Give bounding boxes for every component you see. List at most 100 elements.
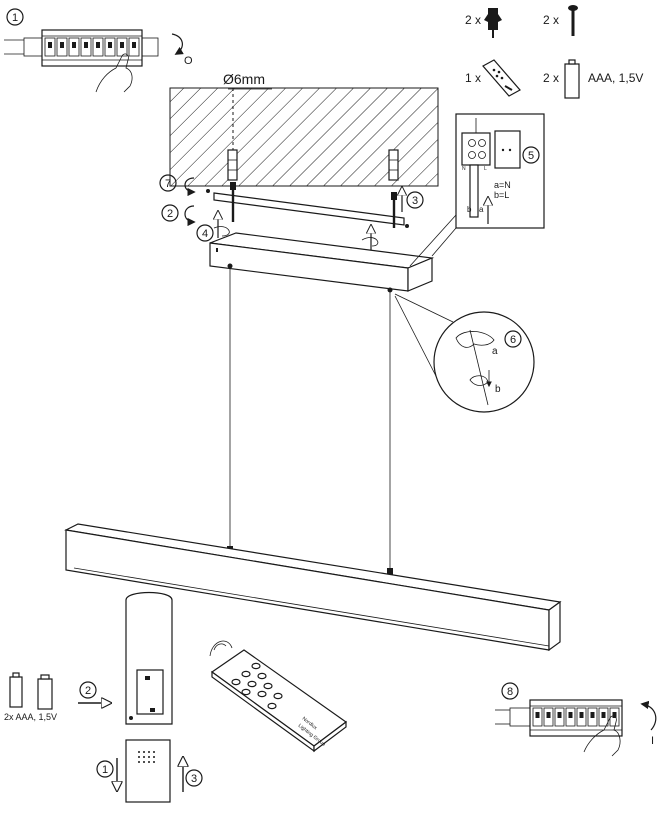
breaker-module	[68, 37, 80, 57]
switch-off-label: O	[184, 55, 193, 67]
breaker-toggle	[612, 712, 617, 718]
remote-button	[247, 680, 257, 688]
cover-dot	[148, 756, 150, 758]
parts-list: 2 x 2 x 1 x 2 x AAA, 1,5V	[465, 5, 643, 99]
circuit-breaker-icon	[4, 29, 159, 67]
step-2-number: 2	[167, 208, 173, 220]
mounting-bracket	[213, 192, 405, 226]
remote-battery-spec: 2x AAA, 1,5V	[4, 712, 57, 722]
step-1-switch-off: 1 O	[4, 8, 193, 93]
breaker-toggle	[48, 42, 52, 48]
breaker-module	[576, 707, 587, 727]
breaker-module	[565, 707, 576, 727]
step-8-number: 8	[507, 686, 513, 698]
legend-b: b=L	[494, 190, 509, 200]
terminal-n-label: N	[462, 166, 466, 172]
detail-label-b: b	[495, 384, 501, 395]
breaker-toggle	[108, 42, 112, 48]
step-7-badge: 7	[159, 174, 177, 192]
cover-dot	[148, 751, 150, 753]
screw-quantity: 2 x	[543, 13, 559, 27]
dowel-quantity: 2 x	[465, 13, 481, 27]
cover-dot	[138, 751, 140, 753]
hand-icon	[583, 715, 621, 757]
breaker-module	[587, 707, 598, 727]
breaker-module	[128, 37, 140, 57]
breaker-module	[80, 37, 92, 57]
arrow-icon	[214, 212, 230, 238]
wall-dowel-icon	[227, 149, 399, 181]
cover-dot	[148, 761, 150, 763]
cover-dot	[143, 761, 145, 763]
step-3-badge-remote: 3	[185, 769, 203, 787]
breaker-toggle	[120, 42, 124, 48]
hand-icon	[95, 53, 133, 93]
remote-button	[241, 688, 251, 696]
step-1-badge-remote: 1	[96, 760, 114, 778]
breaker-toggle	[96, 42, 100, 48]
wall-dowel-icon	[484, 8, 502, 38]
step-6-cable-detail: a b 6	[394, 293, 535, 413]
cover-dot	[153, 751, 155, 753]
battery-spec: AAA, 1,5V	[588, 71, 643, 85]
arrow-icon	[117, 758, 183, 792]
wire-b-label: b	[467, 205, 472, 214]
breaker-toggle	[568, 712, 573, 718]
rotate-arrow-icon	[184, 205, 196, 227]
step-4-badge: 4	[196, 224, 214, 242]
breaker-toggle	[557, 712, 562, 718]
breaker-toggle	[132, 42, 136, 48]
breaker-module	[92, 37, 104, 57]
step-4-number: 4	[202, 228, 208, 240]
terminal-l-label: L	[484, 166, 487, 172]
cover-dot	[143, 751, 145, 753]
breaker-module	[44, 37, 56, 57]
remote-button	[273, 692, 283, 700]
remote-control-icon	[482, 59, 521, 97]
switch-on-label: I	[651, 735, 654, 747]
breaker-toggle	[546, 712, 551, 718]
remote-button	[241, 670, 251, 678]
remote-button	[257, 690, 267, 698]
circuit-breaker-icon	[495, 699, 623, 737]
remote-control-icon	[125, 591, 173, 803]
signal-waves	[209, 640, 233, 657]
wire-a-label: a	[479, 205, 484, 214]
breaker-module	[532, 707, 543, 727]
remote-button	[263, 682, 273, 690]
remote-battery-section: 2x AAA, 1,5V 2 1 3	[4, 591, 203, 803]
canopy	[209, 232, 435, 293]
remote-button	[257, 672, 267, 680]
breaker-module	[104, 37, 116, 57]
step-2-badge: 2	[161, 204, 179, 222]
legend-a: a=N	[494, 180, 511, 190]
breaker-toggle	[590, 712, 595, 718]
remote-step-1-number: 1	[102, 764, 108, 776]
terminal-block: N L	[461, 118, 491, 172]
step-3-number: 3	[412, 195, 418, 207]
breaker-module	[609, 707, 620, 727]
drill-size-label: Ø6mm	[223, 71, 265, 87]
cover-dot	[138, 761, 140, 763]
battery-quantity: 2 x	[543, 71, 559, 85]
remote-button	[267, 702, 277, 710]
step-5-terminal-detail: N L a=N b=L b a 5	[409, 113, 545, 267]
battery-icon	[564, 59, 580, 99]
remote-button	[231, 678, 241, 686]
breaker-toggle	[84, 42, 88, 48]
breaker-toggle	[579, 712, 584, 718]
remote-control-icon: Nordlux Lighting Group	[210, 649, 348, 753]
breaker-module	[598, 707, 609, 727]
step-6-number: 6	[510, 334, 516, 346]
breaker-toggle	[601, 712, 606, 718]
cover-dot	[138, 756, 140, 758]
remote-step-2-number: 2	[85, 685, 91, 697]
arrow-icon	[361, 188, 409, 250]
rotate-arrow-icon	[184, 177, 210, 197]
breaker-toggle	[72, 42, 76, 48]
screw-icon	[568, 5, 578, 36]
breaker-toggle	[60, 42, 64, 48]
rotate-arrow-icon	[171, 33, 184, 55]
